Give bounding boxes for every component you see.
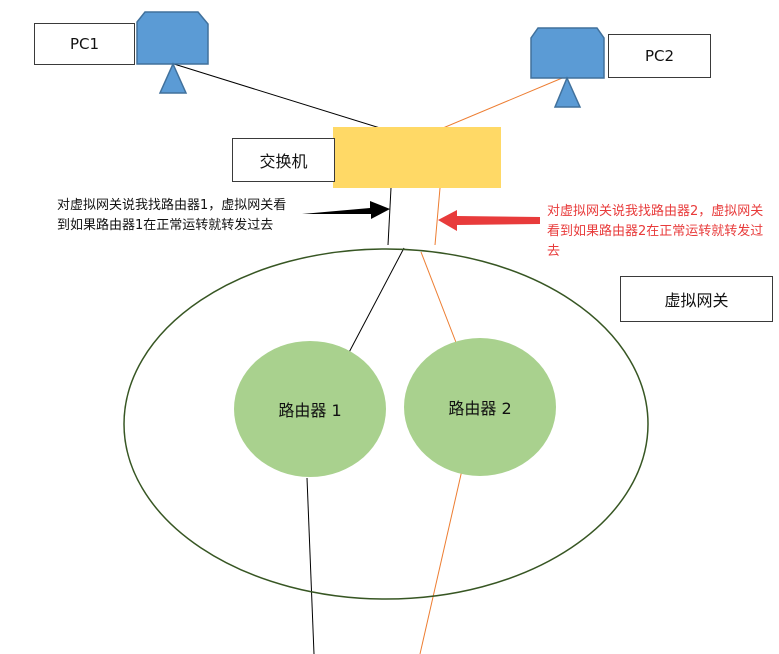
- router1-label: 路由器 1: [278, 401, 342, 420]
- router2-label: 路由器 2: [448, 399, 512, 418]
- left-arrow: [302, 201, 390, 219]
- router1-downlink-line: [306, 477, 315, 654]
- router1-node: [234, 341, 386, 477]
- left-annotation: 对虚拟网关说我找路由器1，虚拟网关看到如果路由器1在正常运转就转发过去: [57, 198, 287, 233]
- gateway-to-router1-line: [344, 247, 405, 361]
- right-annotation: 对虚拟网关说我找路由器2，虚拟网关看到如果路由器2在正常运转就转发过去: [547, 204, 764, 259]
- pc2-label: PC2: [608, 34, 711, 78]
- virtual-gateway-label: 虚拟网关: [620, 276, 773, 322]
- router2-node: [404, 338, 556, 476]
- gateway-to-router2-line: [420, 251, 458, 346]
- pc1-to-switch-line: [173, 63, 381, 129]
- right-arrow: [438, 210, 540, 231]
- virtual-gateway-ellipse: [123, 248, 649, 600]
- router2-downlink-line: [419, 469, 463, 654]
- pc2-to-switch-line: [442, 75, 568, 129]
- switch-to-gateway-line-1: [387, 187, 392, 246]
- switch-to-gateway-line-2: [434, 187, 441, 246]
- pc1-label: PC1: [34, 23, 135, 65]
- switch-box: [333, 127, 501, 188]
- switch-label: 交换机: [232, 138, 335, 182]
- pc2-monitor-icon: [530, 27, 605, 108]
- pc1-monitor-icon: [136, 11, 209, 94]
